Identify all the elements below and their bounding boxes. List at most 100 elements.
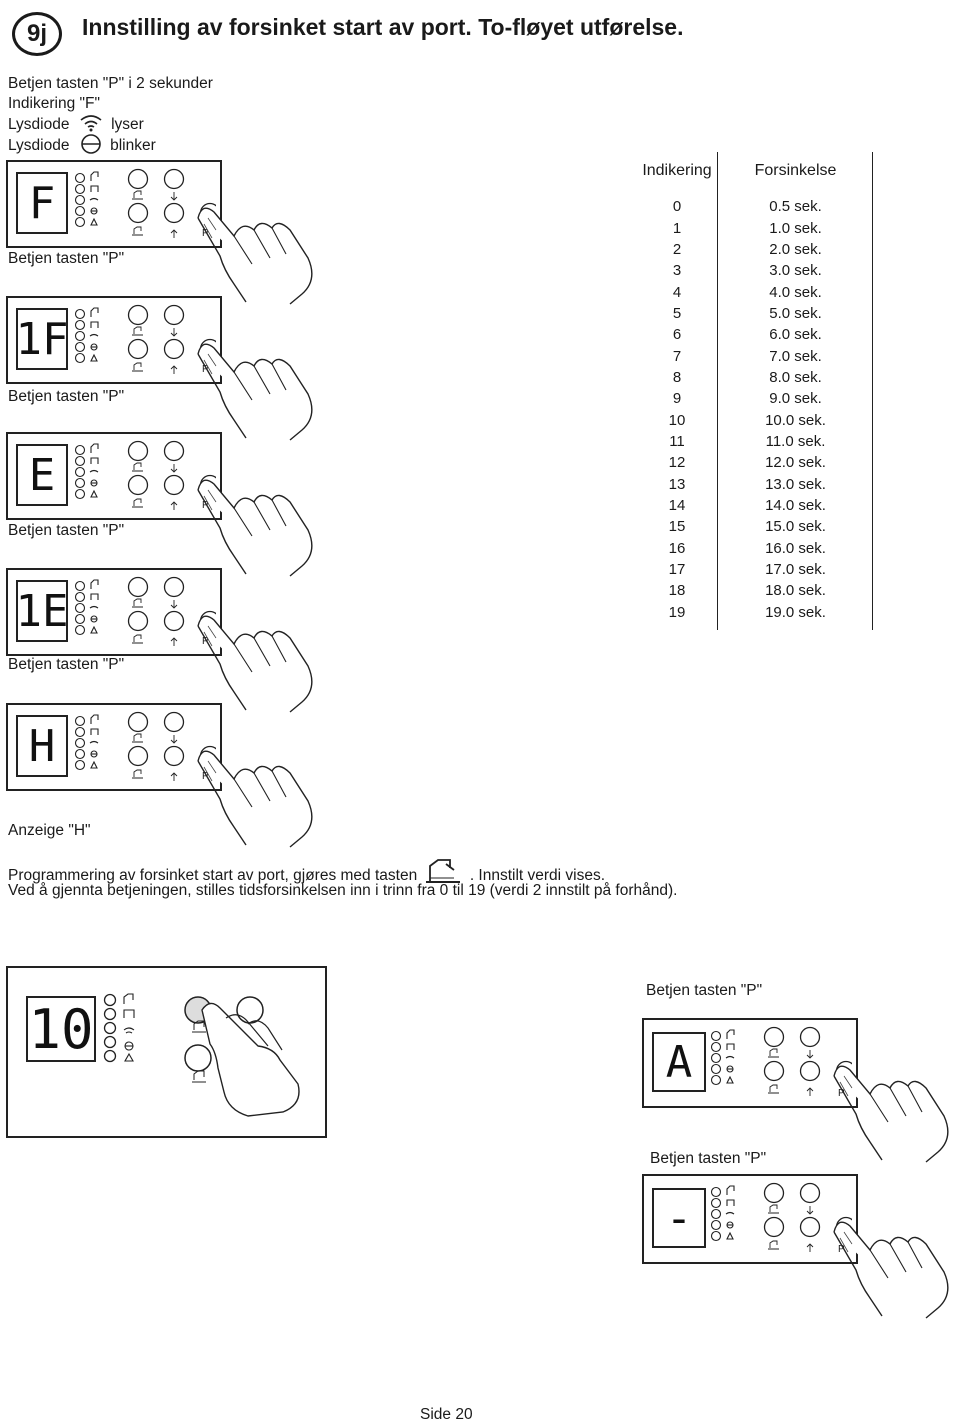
cell-indikering: 14 xyxy=(668,496,686,514)
cell-indikering: 15 xyxy=(668,518,686,536)
header-indikering: Indikering xyxy=(642,162,712,179)
control-panel: 1F P xyxy=(6,296,222,384)
cell-forsinkelse: 6.0 sek. xyxy=(769,326,822,344)
intro-line-4: Lysdiode blinker xyxy=(8,134,213,154)
big-panel-buttons xyxy=(103,993,300,1117)
step-caption: Betjen tasten "P" xyxy=(8,656,125,673)
p-button-label: P xyxy=(202,636,209,647)
hand-icon xyxy=(201,1002,300,1117)
cell-indikering: 11 xyxy=(669,432,685,450)
cell-forsinkelse: 15.0 sek. xyxy=(765,518,826,536)
panel-display: E xyxy=(16,444,68,506)
right-step-caption: Betjen tasten "P" xyxy=(646,982,763,999)
cell-forsinkelse: 2.0 sek. xyxy=(769,240,822,258)
p-button-label: P xyxy=(202,500,209,511)
right-step-caption: Betjen tasten "P" xyxy=(650,1150,767,1167)
cell-indikering: 10 xyxy=(668,411,686,429)
cell-indikering: 16 xyxy=(668,539,686,557)
right-control-panel: - P xyxy=(642,1174,858,1264)
hand-icon xyxy=(197,615,313,713)
cell-forsinkelse: 13.0 sek. xyxy=(765,475,826,493)
intro-text: Betjen tasten "P" i 2 sekunder Indikerin… xyxy=(8,74,213,154)
prog-line-1: Programmering av forsinket start av port… xyxy=(8,858,605,886)
cell-forsinkelse: 17.0 sek. xyxy=(765,561,826,579)
cell-forsinkelse: 1.0 sek. xyxy=(769,219,822,237)
panel-buttons xyxy=(74,440,216,510)
gate-open-icon xyxy=(425,859,460,883)
panel-display: H xyxy=(16,715,68,777)
hand-icon xyxy=(197,207,313,305)
panel-display: 1F xyxy=(16,308,69,370)
panel-display: - xyxy=(652,1188,706,1248)
p-button-label: P xyxy=(838,1088,845,1099)
cell-indikering: 6 xyxy=(672,326,682,344)
page-number: Side 20 xyxy=(420,1406,473,1423)
big-control-panel: 10 xyxy=(6,966,327,1138)
control-panel: 1E P xyxy=(6,568,222,656)
cell-indikering: 13 xyxy=(668,475,686,493)
table-row: 8 8.0 sek. xyxy=(636,367,873,388)
panel-display: F xyxy=(16,172,68,234)
cell-forsinkelse: 14.0 sek. xyxy=(765,496,826,514)
intro-line-1: Betjen tasten "P" i 2 sekunder xyxy=(8,75,213,92)
table-row: 16 16.0 sek. xyxy=(636,538,873,559)
stop-button xyxy=(236,996,264,1024)
step-caption: Betjen tasten "P" xyxy=(8,388,125,405)
right-control-panel: A P xyxy=(642,1018,858,1108)
cell-forsinkelse: 8.0 sek. xyxy=(769,368,822,386)
cell-forsinkelse: 16.0 sek. xyxy=(765,539,826,557)
panel-display: 1E xyxy=(16,580,69,642)
cell-forsinkelse: 7.0 sek. xyxy=(769,347,822,365)
cell-forsinkelse: 18.0 sek. xyxy=(765,582,826,600)
cell-forsinkelse: 4.0 sek. xyxy=(769,283,822,301)
hand-icon xyxy=(833,1065,949,1163)
table-row: 11 11.0 sek. xyxy=(636,431,873,452)
p-button-label: P xyxy=(202,364,209,375)
step-caption: Betjen tasten "P" xyxy=(8,250,125,267)
cell-indikering: 2 xyxy=(672,240,682,258)
cell-indikering: 3 xyxy=(672,262,682,280)
control-panel: F P xyxy=(6,160,222,248)
cell-indikering: 0 xyxy=(672,198,682,216)
big-display: 10 xyxy=(26,996,96,1062)
prog-line-2: Ved å gjennta betjeningen, stilles tidsf… xyxy=(8,882,678,899)
panel-display: A xyxy=(652,1032,706,1092)
hand-icon xyxy=(197,750,313,848)
page-title: Innstilling av forsinket start av port. … xyxy=(82,14,684,40)
step-caption: Betjen tasten "P" xyxy=(8,522,125,539)
p-button-label: P xyxy=(202,228,209,239)
panel-buttons xyxy=(74,576,216,646)
table-header: Indikering Forsinkelse xyxy=(636,152,873,190)
header-forsinkelse: Forsinkelse xyxy=(754,162,837,179)
table-row: 0 0.5 sek. xyxy=(636,196,873,217)
minus-circle-icon xyxy=(80,134,101,154)
led-column xyxy=(103,993,117,1063)
hand-icon xyxy=(833,1221,949,1319)
table-row: 17 17.0 sek. xyxy=(636,559,873,580)
p-button-label: P xyxy=(202,771,209,782)
cell-forsinkelse: 11.0 sek. xyxy=(765,432,826,450)
cell-indikering: 8 xyxy=(672,368,682,386)
cell-indikering: 12 xyxy=(668,454,686,472)
cell-forsinkelse: 0.5 sek. xyxy=(769,198,822,216)
table-row: 15 15.0 sek. xyxy=(636,516,873,537)
hand-icon xyxy=(197,479,313,577)
cell-forsinkelse: 5.0 sek. xyxy=(769,304,822,322)
cell-indikering: 17 xyxy=(668,561,686,579)
close-gate-button xyxy=(184,1044,212,1072)
intro-line-3: Lysdiode lyser xyxy=(8,115,144,133)
led-icons xyxy=(123,993,135,1062)
table-row: 14 14.0 sek. xyxy=(636,495,873,516)
table-row: 2 2.0 sek. xyxy=(636,239,873,260)
cell-forsinkelse: 10.0 sek. xyxy=(765,411,826,429)
control-panel: H P xyxy=(6,703,222,791)
step-caption: Anzeige "H" xyxy=(8,822,91,839)
